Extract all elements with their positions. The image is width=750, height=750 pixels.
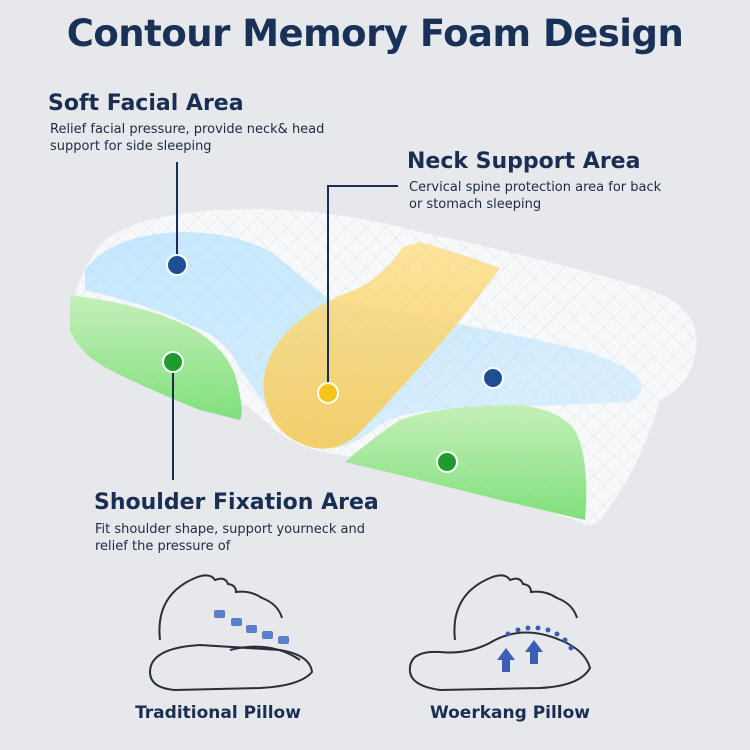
leader-lines — [172, 162, 398, 480]
woerkang-support-arrows — [497, 640, 543, 672]
traditional-pillow-label: Traditional Pillow — [135, 703, 301, 723]
woerkang-pillow-label: Woerkang Pillow — [429, 703, 591, 723]
soft-facial-dot-right — [482, 367, 504, 389]
page-title: Contour Memory Foam Design — [66, 12, 684, 55]
shoulder-fixation-description: Fit shoulder shape, support yourneck and… — [95, 522, 365, 554]
shoulder-dot-left — [162, 351, 184, 373]
neck-support-title: Neck Support Area — [407, 149, 641, 174]
shoulder-fixation-zone — [70, 295, 587, 520]
soft-facial-title: Soft Facial Area — [48, 91, 244, 116]
woerkang-spine-dots — [505, 625, 574, 651]
traditional-pillow-drawing — [148, 574, 314, 692]
shoulder-fixation-title: Shoulder Fixation Area — [94, 490, 379, 515]
soft-facial-description: Relief facial pressure, provide neck& he… — [50, 122, 325, 154]
woerkang-pillow-drawing — [408, 574, 592, 692]
traditional-spine-blocks — [214, 610, 289, 644]
soft-facial-dot — [166, 254, 188, 276]
neck-support-description: Cervical spine protection area for back … — [409, 180, 662, 212]
shoulder-dot-right — [436, 451, 458, 473]
neck-support-dot — [317, 382, 339, 404]
